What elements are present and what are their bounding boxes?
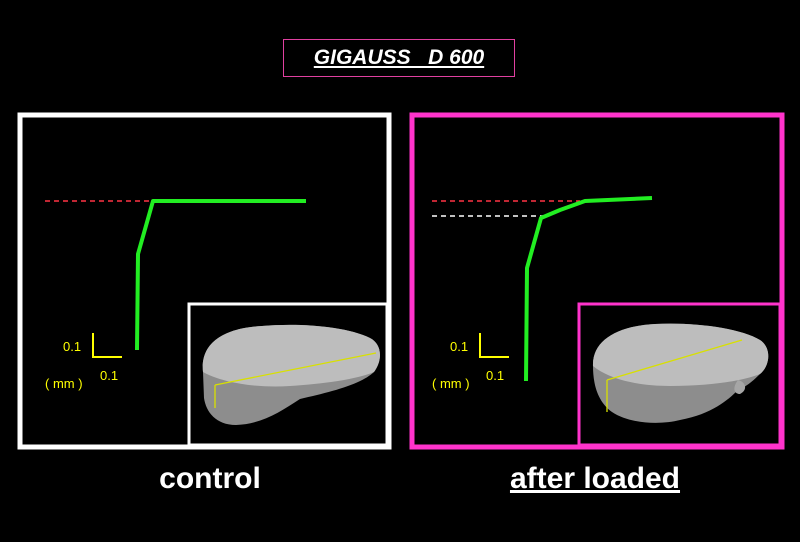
scale-unit-label: ( mm ) bbox=[432, 376, 470, 391]
scale-bar bbox=[92, 333, 122, 358]
specimen-nub bbox=[734, 380, 746, 394]
scale-y-label: 0.1 bbox=[450, 339, 468, 354]
scale-x-label: 0.1 bbox=[100, 368, 118, 383]
edge-profile-line bbox=[135, 199, 306, 351]
scale-x-label: 0.1 bbox=[486, 368, 504, 383]
panel-control: 0.1 0.1 ( mm ) bbox=[17, 112, 392, 450]
specimen-inset bbox=[187, 302, 389, 447]
title-box: GIGAUSS D 600 bbox=[283, 39, 515, 77]
edge-profile-line bbox=[524, 196, 653, 382]
caption-control: control bbox=[159, 462, 261, 495]
specimen-top-surface bbox=[592, 323, 769, 386]
panel-after-loaded: 0.1 0.1 ( mm ) bbox=[409, 112, 785, 450]
panel-frame bbox=[409, 112, 785, 450]
title: GIGAUSS D 600 bbox=[313, 46, 485, 69]
specimen-top-surface bbox=[202, 324, 380, 387]
caption-after-loaded: after loaded bbox=[509, 462, 681, 495]
specimen-inset bbox=[577, 302, 782, 447]
panel-frame bbox=[17, 112, 392, 450]
scale-unit-label: ( mm ) bbox=[45, 376, 83, 391]
scale-y-label: 0.1 bbox=[63, 339, 81, 354]
specimen-cut-line bbox=[606, 339, 743, 381]
specimen-cut-line bbox=[214, 352, 377, 386]
scale-bar bbox=[479, 333, 509, 358]
